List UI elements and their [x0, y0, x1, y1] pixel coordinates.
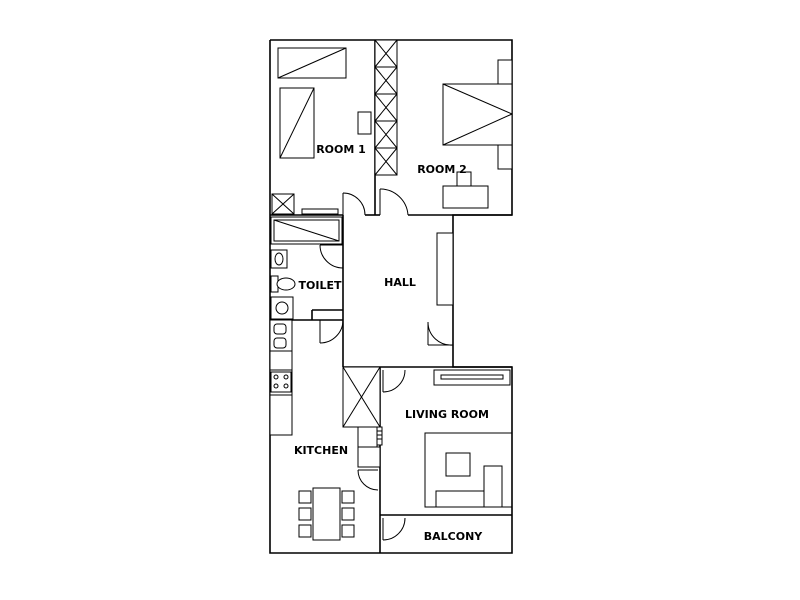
double-bed: [442, 83, 513, 146]
kitchen-furniture: [269, 319, 383, 541]
stove: [270, 371, 292, 393]
hall-wardrobe: [436, 232, 454, 306]
label-hall: HALL: [384, 276, 416, 289]
hall-furniture: [436, 232, 454, 306]
coffee-table: [445, 452, 471, 477]
dining-table: [312, 487, 341, 541]
room-labels: ROOM 1 ROOM 2 TOILET HALL LIVING ROOM KI…: [294, 143, 489, 543]
sink-basin-1: [273, 323, 287, 335]
room2-furniture: [442, 59, 513, 209]
closet-column: [374, 39, 398, 176]
label-room2: ROOM 2: [417, 163, 467, 176]
nightstand: [357, 111, 372, 135]
nightstand-bottom: [497, 144, 513, 170]
chair-l1: [298, 490, 312, 504]
kitchen-counter: [269, 319, 293, 436]
chair-r2: [341, 507, 355, 521]
label-kitchen: KITCHEN: [294, 444, 348, 457]
room1-furniture: [271, 47, 372, 215]
chair-l2: [298, 507, 312, 521]
cabinet-1: [357, 426, 378, 448]
toilet-bowl: [276, 277, 296, 291]
sofa-chaise: [483, 465, 503, 508]
doors: [319, 188, 454, 541]
toilet-furniture: [270, 216, 343, 320]
nightstand-top: [497, 59, 513, 85]
label-living-room: LIVING ROOM: [405, 408, 489, 421]
washing-machine: [270, 296, 294, 320]
label-balcony: BALCONY: [424, 530, 484, 543]
chair-r3: [341, 524, 355, 538]
vent: [376, 426, 383, 446]
chair-r1: [341, 490, 355, 504]
chair-l3: [298, 524, 312, 538]
cabinet-2: [357, 446, 381, 468]
sink: [270, 249, 288, 269]
living-furniture: [424, 369, 513, 508]
desk-room2: [442, 185, 489, 209]
sink-basin-2: [273, 337, 287, 349]
radiator: [301, 208, 339, 215]
label-room1: ROOM 1: [316, 143, 366, 156]
label-toilet: TOILET: [299, 279, 342, 292]
